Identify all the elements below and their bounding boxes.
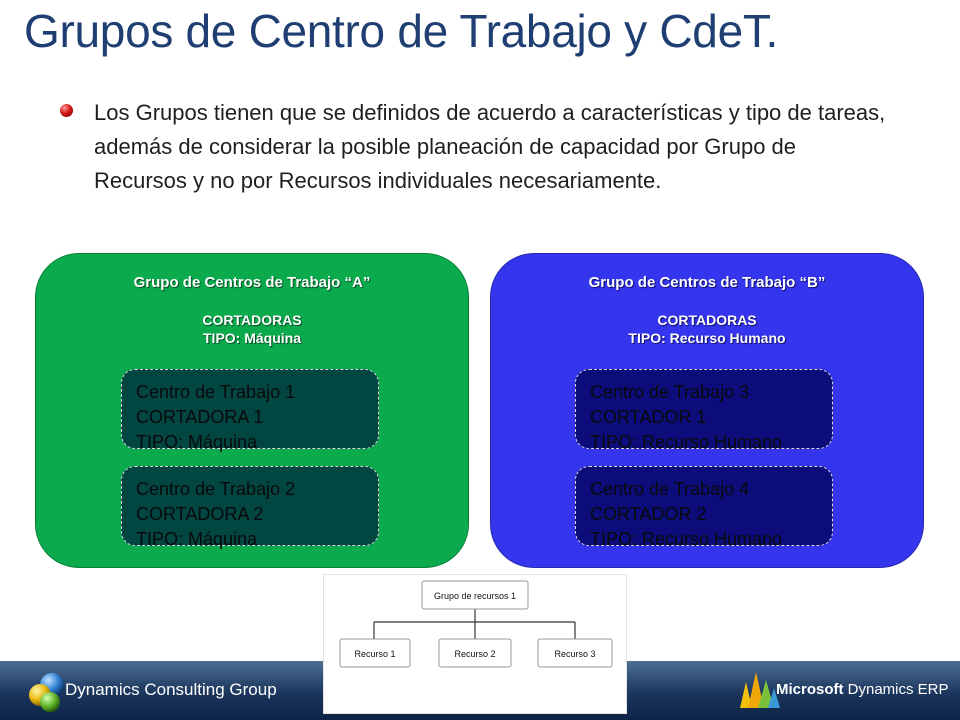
group-title: Grupo de Centros de Trabajo “A” [133, 274, 371, 291]
org-child-label: Recurso 3 [554, 649, 595, 659]
work-center-type: TIPO: Recurso Humano [590, 432, 783, 452]
work-center-name: Centro de Trabajo 1 [136, 382, 296, 402]
org-child-label: Recurso 1 [354, 649, 395, 659]
group-title: Grupo de Centros de Trabajo “B” [588, 274, 826, 291]
work-center-group-a: Grupo de Centros de Trabajo “A” CORTADOR… [35, 253, 469, 568]
resource-group-org-chart: Grupo de recursos 1 Recurso 1 Recurso 2 … [323, 574, 627, 714]
work-center-4: Centro de Trabajo 4 CORTADOR 2 TIPO: Rec… [575, 466, 833, 549]
footer-brand-product: Dynamics ERP [843, 681, 949, 698]
work-center-machine: CORTADORA 2 [136, 504, 264, 524]
work-center-name: Centro de Trabajo 3 [590, 382, 750, 402]
group-subtitle-type: TIPO: Recurso Humano [628, 330, 786, 346]
org-child-box-2 [438, 638, 512, 668]
org-chart-diagram: Grupo de recursos 1 Recurso 1 Recurso 2 … [339, 580, 613, 668]
work-center-operator: CORTADOR 2 [590, 504, 707, 524]
slide-title: Grupos de Centro de Trabajo y CdeT. [24, 5, 779, 57]
work-center-type: TIPO: Recurso Humano [590, 529, 783, 549]
org-child-label: Recurso 2 [454, 649, 495, 659]
org-child-box-1 [339, 638, 411, 668]
work-center-3: Centro de Trabajo 3 CORTADOR 1 TIPO: Rec… [575, 369, 833, 452]
org-root-box [421, 580, 529, 610]
red-bullet-icon [60, 104, 73, 117]
work-center-machine: CORTADORA 1 [136, 407, 264, 427]
group-subtitle-type: TIPO: Máquina [203, 330, 301, 346]
group-subtitle: CORTADORAS TIPO: Recurso Humano [491, 311, 923, 347]
work-center-operator: CORTADOR 1 [590, 407, 707, 427]
work-center-name: Centro de Trabajo 4 [590, 479, 750, 499]
dynamics-balls-logo-icon [29, 673, 64, 712]
work-center-1: Centro de Trabajo 1 CORTADORA 1 TIPO: Má… [121, 369, 379, 452]
bullet-text: Los Grupos tienen que se definidos de ac… [94, 100, 886, 193]
org-root-label: Grupo de recursos 1 [434, 591, 516, 601]
group-subtitle-line: CORTADORAS [657, 312, 757, 328]
group-subtitle-line: CORTADORAS [202, 312, 302, 328]
work-center-name: Centro de Trabajo 2 [136, 479, 296, 499]
work-center-group-b: Grupo de Centros de Trabajo “B” CORTADOR… [490, 253, 924, 568]
work-center-type: TIPO: Máquina [136, 432, 258, 452]
microsoft-dynamics-logo-icon [740, 672, 780, 708]
footer-company: Dynamics Consulting Group [65, 680, 277, 699]
footer-brand: Microsoft Dynamics ERP [776, 681, 949, 698]
work-center-type: TIPO: Máquina [136, 529, 258, 549]
org-child-box-3 [537, 638, 613, 668]
footer-brand-microsoft: Microsoft [776, 681, 844, 698]
bullet-point: Los Grupos tienen que se definidos de ac… [60, 96, 890, 198]
work-center-2: Centro de Trabajo 2 CORTADORA 2 TIPO: Má… [121, 466, 379, 549]
group-subtitle: CORTADORAS TIPO: Máquina [36, 311, 468, 347]
